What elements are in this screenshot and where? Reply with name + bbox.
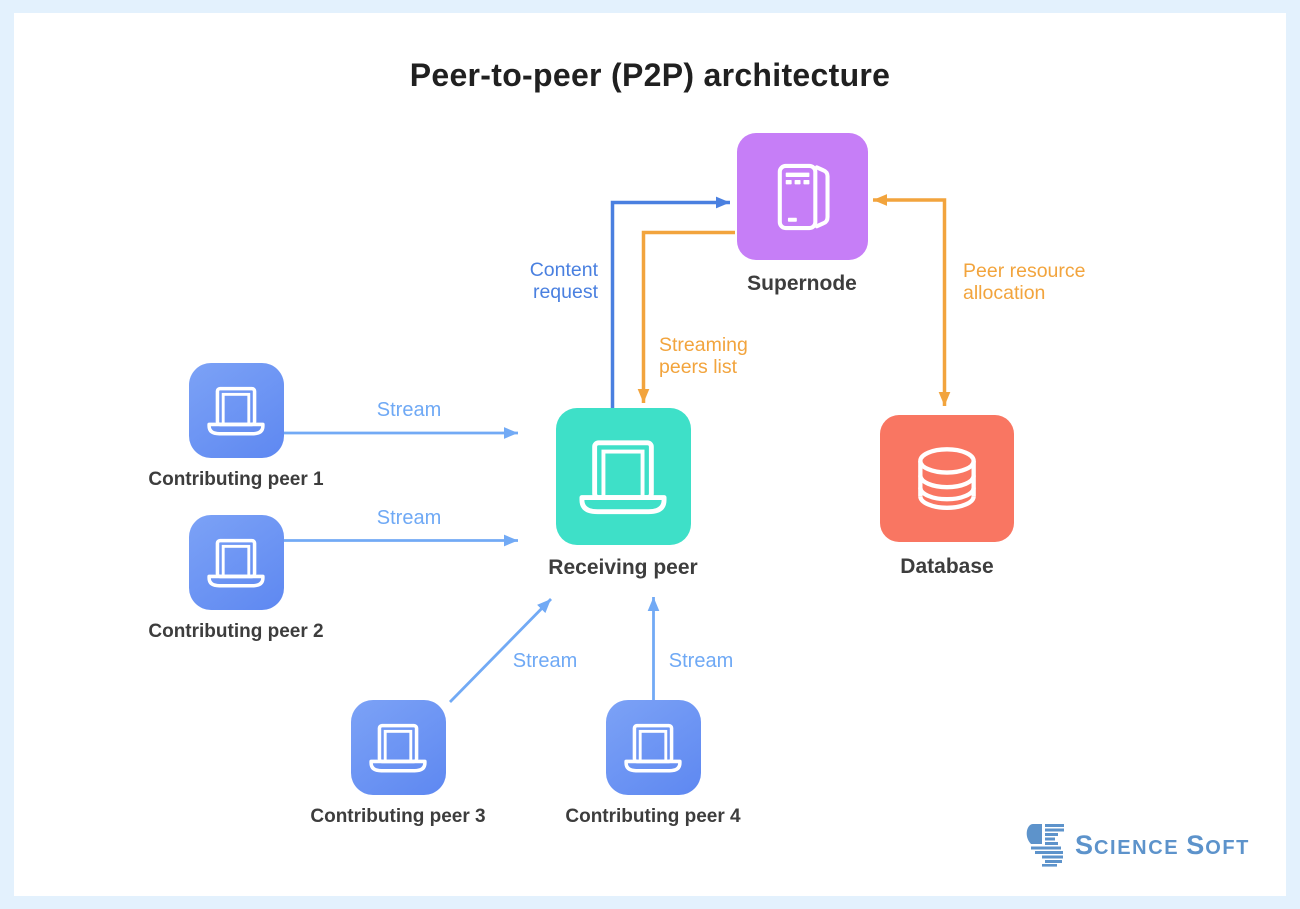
content-request-label: Content request [529, 259, 598, 303]
node-receiving-peer: Receiving peer [491, 408, 755, 580]
contributing-peer-3-box [350, 700, 446, 795]
logo-small-oft: OFT [1205, 836, 1250, 859]
contributing-peer-1-label: Contributing peer 1 [148, 469, 324, 490]
node-database: Database [817, 415, 1077, 579]
peer-resource-allocation-label: Peer resource allocation [963, 260, 1086, 304]
contributing-peer-4-label: Contributing peer 4 [565, 806, 741, 827]
stream-label-2: Stream [376, 507, 442, 529]
streaming-peers-list-label: Streaming peers list [659, 334, 748, 378]
supernode-label: Supernode [747, 272, 857, 295]
stream-label-4: Stream [668, 650, 734, 672]
laptop-icon [579, 439, 667, 514]
laptop-icon [207, 386, 265, 435]
stream-label-1: Stream [376, 399, 442, 421]
node-contributing-peer-4: Contributing peer 4 [553, 700, 753, 828]
database-icon [918, 446, 976, 510]
laptop-icon [624, 723, 682, 772]
contributing-peer-4-box [605, 700, 701, 795]
database-label: Database [900, 555, 994, 578]
laptop-icon [369, 723, 427, 772]
server-tower-icon [777, 163, 830, 230]
node-supernode: Supernode [672, 133, 932, 296]
node-contributing-peer-1: Contributing peer 1 [136, 363, 336, 491]
receiving-peer-label: Receiving peer [548, 556, 698, 579]
contributing-peer-2-box [188, 515, 284, 610]
database-box [880, 415, 1014, 542]
laptop-icon [207, 538, 265, 587]
diagram-title: Peer-to-peer (P2P) architecture [409, 57, 891, 93]
node-contributing-peer-3: Contributing peer 3 [298, 700, 498, 828]
contributing-peer-2-label: Contributing peer 2 [148, 621, 324, 642]
contributing-peer-3-label: Contributing peer 3 [310, 806, 486, 827]
receiving-peer-box [555, 408, 691, 545]
sciencesoft-logo-icon [1026, 824, 1064, 867]
logo-cap-s2: S [1186, 829, 1206, 860]
contributing-peer-1-box [188, 363, 284, 458]
logo-cap-s1: S [1075, 829, 1095, 860]
supernode-box [736, 133, 868, 260]
logo-small-cience: CIENCE [1094, 836, 1180, 859]
stream-label-3: Stream [512, 650, 578, 672]
node-contributing-peer-2: Contributing peer 2 [136, 515, 336, 643]
